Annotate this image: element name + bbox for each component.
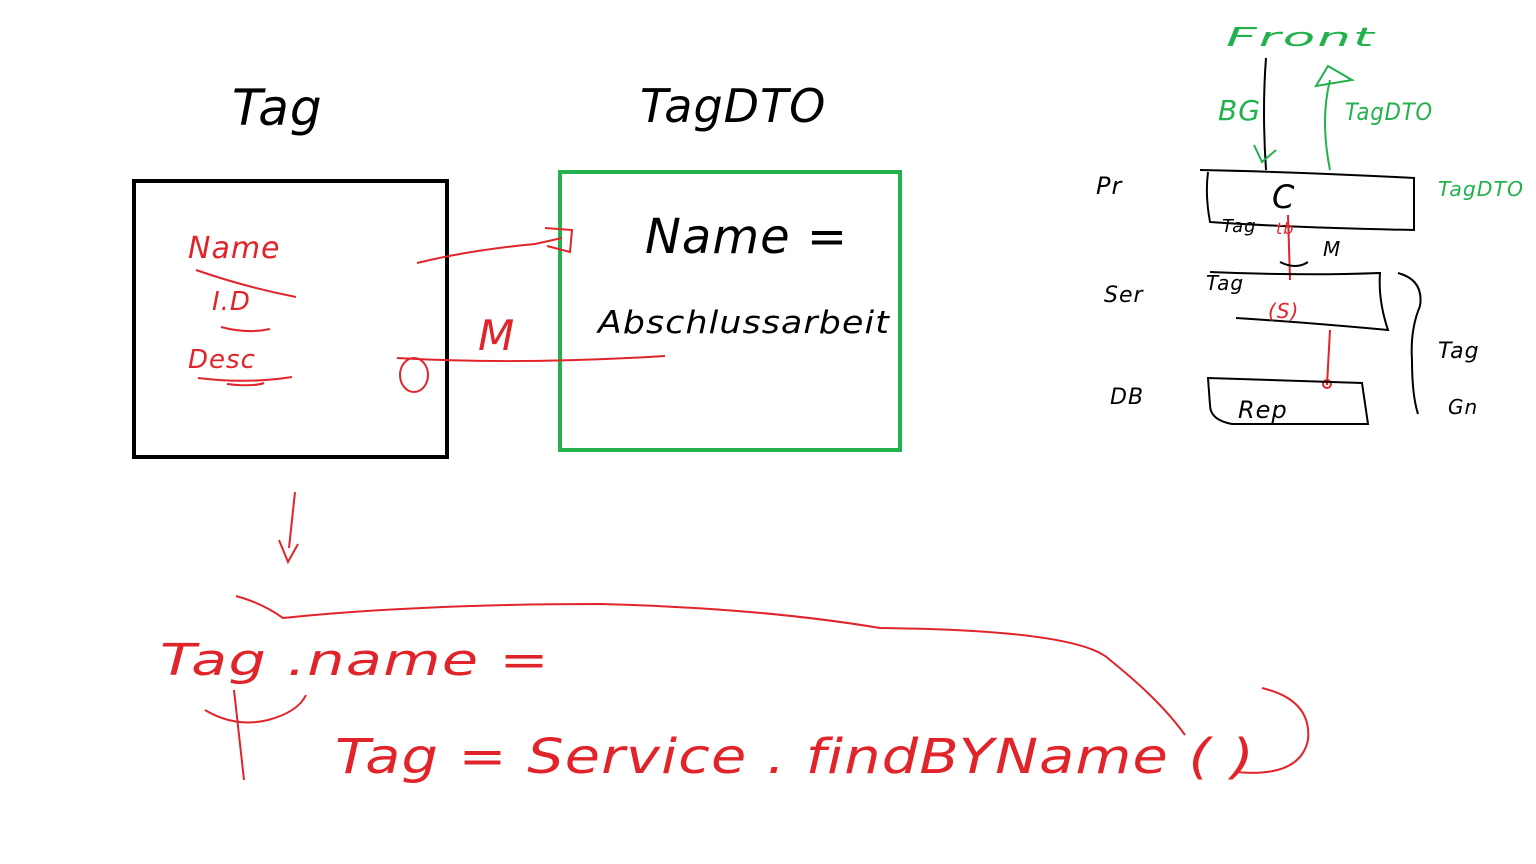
tag-field-name-underline [195, 269, 297, 298]
arch-inner-save: (S) [1268, 299, 1299, 323]
tagdto-title: TagDTO [640, 79, 826, 133]
mapping-node [399, 357, 429, 393]
arch-inner-tb: tb [1276, 219, 1294, 238]
arch-front-down-arrowhead [1253, 144, 1277, 164]
tag-field-desc: Desc [188, 345, 256, 375]
arch-layer-2-label: Ser [1104, 283, 1145, 308]
code-line-2: Tag = Service . findBYName ( ) [335, 729, 1255, 785]
tagdto-box [558, 170, 902, 452]
code-group: Tag .name = Tag = Service . findBYName (… [160, 595, 1310, 785]
arch-layer-3-label: DB [1110, 385, 1144, 410]
arch-front-up-line [1324, 79, 1331, 171]
arch-layer-2-box [1209, 271, 1390, 332]
arch-layer-3-box-text: Rep [1238, 396, 1288, 424]
arch-layer-2-side: Tag [1438, 339, 1480, 364]
code-connector-curve [235, 595, 1186, 736]
tag-field-name: Name [188, 231, 281, 266]
arch-layer-1-box-text: C [1272, 178, 1295, 216]
down-arrow [278, 491, 299, 565]
tagdto-group: TagDTO Name = Abschlussarbeit [558, 79, 902, 452]
arch-inner-mapping: M [1323, 237, 1341, 261]
code-underline-curve [204, 694, 307, 724]
tag-field-id: I.D [212, 287, 251, 317]
tagdto-name-label: Name = [645, 209, 848, 265]
code-line-1: Tag .name = [160, 635, 550, 686]
tag-entity-title: Tag [232, 79, 323, 137]
tag-field-id-underline [220, 326, 271, 333]
arch-connector-2 [1326, 329, 1331, 386]
mapping-connectors: M [396, 227, 666, 393]
arch-layer-1-side: TagDTO [1438, 177, 1524, 201]
arch-front-down-label: BG [1218, 94, 1261, 127]
architecture-group: Front BG TagDTO Pr C TagDTO Tag M tb Ser… [1096, 23, 1524, 425]
tagdto-name-value: Abschlussarbeit [596, 305, 891, 341]
tag-entity-group: Tag Name I.D Desc [132, 79, 449, 459]
arch-layer-3-box [1206, 376, 1370, 425]
arch-layer-2-box-text: Tag [1206, 271, 1244, 295]
arch-layer-3-side: Gn [1448, 395, 1478, 419]
mapping-label: M [478, 311, 515, 360]
arch-front-down-line [1263, 57, 1267, 171]
entity-to-dto-arrowhead [544, 227, 574, 254]
arch-connector-1b [1279, 261, 1309, 267]
arch-layer-2-brace [1397, 272, 1422, 415]
code-close-paren [1235, 687, 1310, 774]
arch-front-up-arrowhead [1314, 64, 1355, 88]
code-stem [233, 689, 245, 781]
arch-inner-tag: Tag [1222, 216, 1257, 237]
tag-field-desc-underline [197, 376, 293, 382]
arch-front-label: Front [1226, 23, 1376, 53]
tag-field-desc-underline-2 [226, 382, 265, 387]
mapping-line [396, 355, 666, 363]
arch-layer-1-label: Pr [1096, 172, 1123, 200]
arch-connector-2-dot [1322, 379, 1332, 389]
arch-front-up-label: TagDTO [1345, 98, 1433, 126]
entity-to-dto-arrow [416, 237, 563, 264]
arch-connector-1 [1287, 214, 1291, 281]
arch-layer-1-box [1199, 169, 1415, 232]
tag-entity-box [132, 179, 449, 459]
